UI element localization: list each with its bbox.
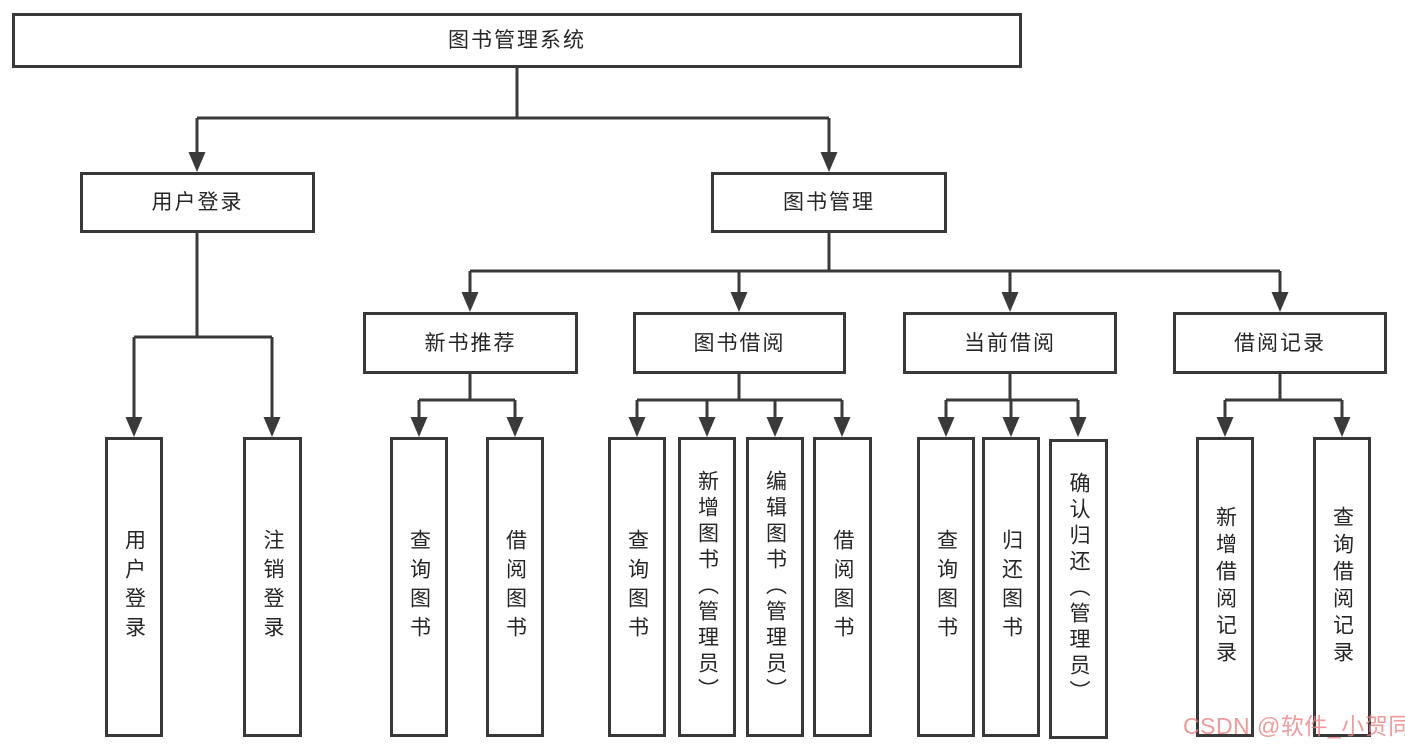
leaf-borrow-edit-book-admin: 编辑图书（管理员） <box>746 437 804 737</box>
node-borrow-record: 借阅记录 <box>1173 312 1387 374</box>
node-new-book-recommend: 新书推荐 <box>363 312 578 374</box>
leaf-borrow-add-book-admin: 新增图书（管理员） <box>678 437 736 737</box>
leaf-current-query-book: 查询图书 <box>917 437 975 737</box>
leaf-user-login: 用户登录 <box>105 437 163 737</box>
connector-record-elbow <box>1225 374 1342 402</box>
connector-recommend-elbow <box>419 374 515 402</box>
node-book-borrow: 图书借阅 <box>633 312 846 374</box>
leaf-current-confirm-return-admin: 确认归还（管理员） <box>1049 439 1108 739</box>
connector-root-elbow <box>197 68 829 120</box>
leaf-current-return-book: 归还图书 <box>982 437 1040 737</box>
leaf-borrow-borrow-book: 借阅图书 <box>813 437 872 737</box>
leaf-record-add-borrow-record: 新增借阅记录 <box>1196 437 1254 737</box>
leaf-recommend-query-book: 查询图书 <box>390 437 448 737</box>
node-root: 图书管理系统 <box>12 13 1022 68</box>
watermark: CSDN @软件_小贺同学 <box>1183 713 1405 739</box>
node-user-login-branch: 用户登录 <box>80 172 315 233</box>
connector-borrow-elbow <box>637 374 842 402</box>
connector-current-elbow <box>946 374 1078 402</box>
leaf-record-query-borrow-record: 查询借阅记录 <box>1313 437 1371 737</box>
connector-login-elbow <box>134 233 272 339</box>
node-current-borrow: 当前借阅 <box>903 312 1117 374</box>
leaf-recommend-borrow-book: 借阅图书 <box>486 437 544 737</box>
connector-manage-elbow <box>470 233 1280 273</box>
leaf-borrow-query-book: 查询图书 <box>608 437 666 737</box>
node-book-manage-branch: 图书管理 <box>711 172 947 233</box>
leaf-logout-login: 注销登录 <box>243 437 302 737</box>
